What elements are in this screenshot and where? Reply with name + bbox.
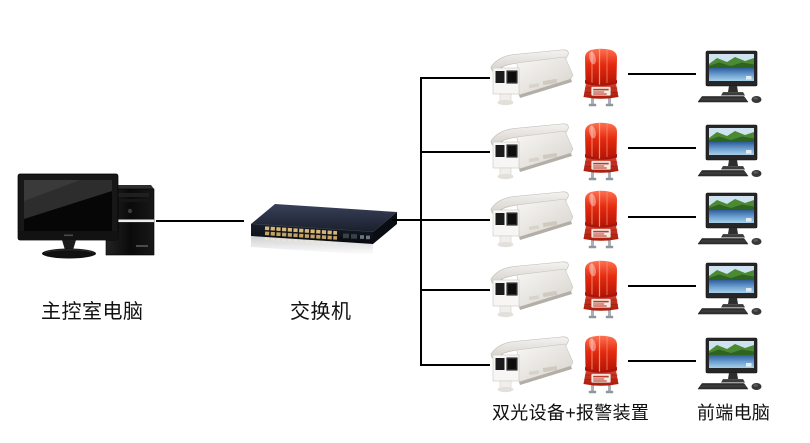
trunk-line bbox=[420, 77, 422, 366]
dual-camera-icon bbox=[487, 48, 579, 106]
alarm-beacon-icon bbox=[578, 259, 624, 319]
front-computer-icon bbox=[697, 261, 769, 317]
branch-line-1 bbox=[421, 77, 490, 79]
alarm-beacon-icon bbox=[578, 47, 624, 107]
alarm-beacon-icon bbox=[578, 334, 624, 394]
front-computer-icon bbox=[697, 123, 769, 179]
front-computer-icon bbox=[697, 191, 769, 247]
front-computer-icon bbox=[697, 49, 769, 105]
cable-pc-to-switch bbox=[156, 220, 244, 222]
switch-reflection bbox=[251, 236, 373, 255]
main-computer-label: 主控室电脑 bbox=[41, 301, 144, 323]
cable-alarm-to-computer-1 bbox=[628, 73, 696, 75]
cable-alarm-to-computer-2 bbox=[628, 147, 696, 149]
network-switch-icon bbox=[251, 204, 397, 255]
dual-camera-icon bbox=[487, 122, 579, 180]
branch-line-5 bbox=[421, 364, 490, 366]
dual-device-alarm-label: 双光设备+报警装置 bbox=[492, 403, 650, 423]
main-computer-icon bbox=[17, 173, 155, 259]
branch-line-4 bbox=[421, 289, 490, 291]
front-computer-label: 前端电脑 bbox=[697, 403, 771, 423]
dual-camera-icon bbox=[487, 260, 579, 318]
dual-camera-icon bbox=[487, 335, 579, 393]
cable-alarm-to-computer-5 bbox=[628, 360, 696, 362]
alarm-beacon-icon bbox=[578, 189, 624, 249]
cable-switch-to-branch-3 bbox=[392, 219, 490, 221]
switch-body bbox=[251, 204, 397, 244]
branch-line-2 bbox=[421, 151, 490, 153]
front-computer-icon bbox=[697, 336, 769, 392]
alarm-beacon-icon bbox=[578, 121, 624, 181]
dual-camera-icon bbox=[487, 190, 579, 248]
cable-alarm-to-computer-4 bbox=[628, 285, 696, 287]
cable-alarm-to-computer-3 bbox=[628, 216, 696, 218]
switch-label: 交换机 bbox=[290, 301, 352, 323]
monitor bbox=[17, 173, 119, 259]
